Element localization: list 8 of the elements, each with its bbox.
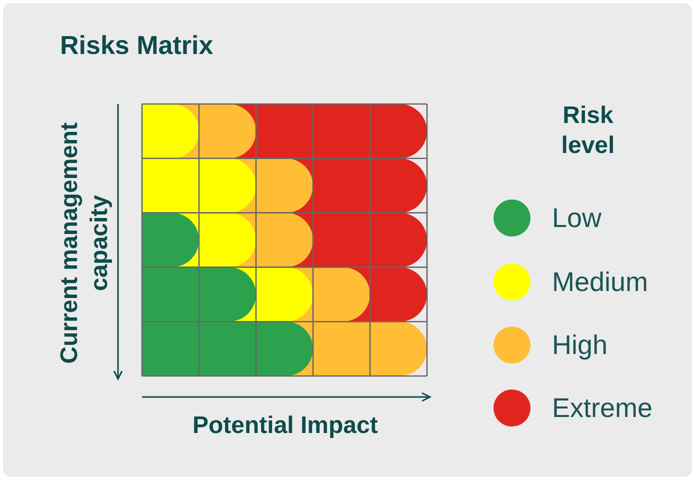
legend-label: High: [552, 330, 608, 361]
title: Risks Matrix: [60, 30, 214, 61]
axis-label: Current management capacity: [55, 121, 114, 366]
legend-title: Risk level: [560, 101, 616, 161]
legend-label: Extreme: [552, 393, 653, 424]
legend-label: Medium: [552, 267, 648, 298]
legend-label: Low: [552, 203, 602, 234]
axis-label: Potential Impact: [192, 411, 378, 441]
